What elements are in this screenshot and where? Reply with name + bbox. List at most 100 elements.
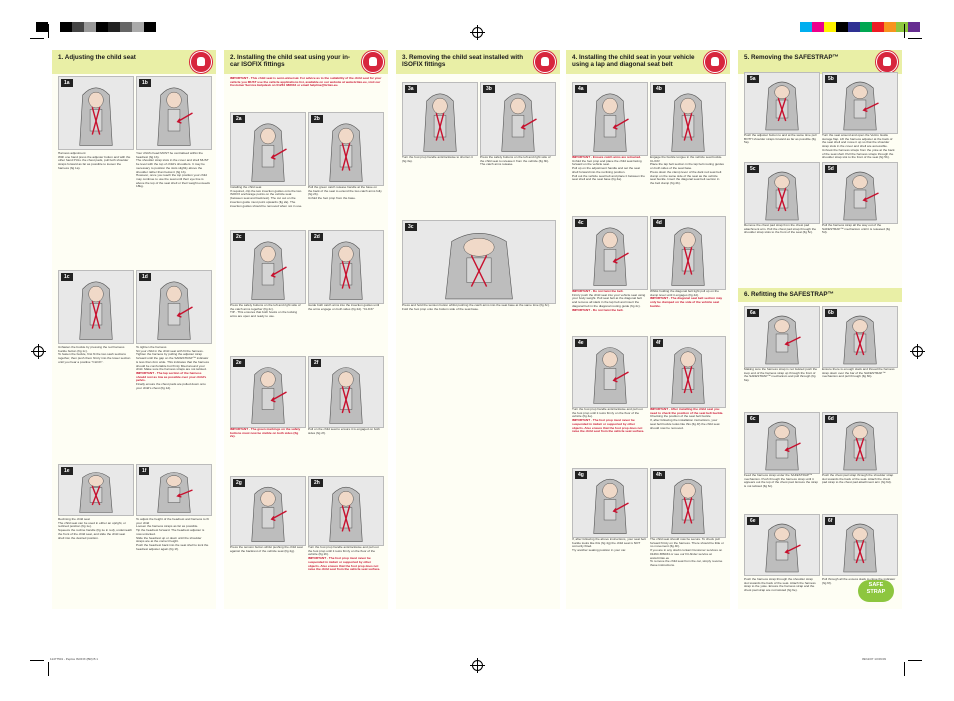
caption-line: Unfold the foot prop from the base. [308,196,356,201]
figure-label: 4b [653,85,665,93]
figure-caption: IMPORTANT - After installing the child s… [650,407,724,430]
figure-1e: 1e [58,464,134,516]
figure-caption: Push the adjuster button to and at the s… [744,133,818,145]
caption-line: Whilst holding the diagonal belt tight p… [650,289,719,297]
figure-6f: 6f [822,514,898,576]
caption-line: However, once you reach the top position… [136,173,210,189]
caption-line: Press the safety buttons on the left and… [480,155,551,163]
caption-line: Push the headrest back into the seat she… [136,542,209,551]
illustration [59,271,133,343]
figure-1d: 1d [136,270,212,344]
figure-label: 6a [747,309,759,317]
figure-label: 4g [575,471,587,479]
figure-label: 5a [747,75,759,83]
figure-4d: 4d [650,216,726,290]
figure-label: 4a [575,85,587,93]
section-header: 5. Removing the SAFESTRAP™ [738,50,902,74]
crop-mark [904,24,905,38]
illustration [137,77,211,149]
figure-caption: Press and hold the tension button whilst… [402,303,554,311]
section-header: 6. Refitting the SAFESTRAP™ [738,288,902,302]
caption-line: Finally ensure the chest pads are pulled… [136,382,206,390]
caption-line: Turn the foot prop handle anticlockwise … [402,155,473,163]
illustration [745,73,819,133]
illustration [823,163,897,223]
figure-6c: 6c [744,412,820,474]
figure-label: 4f [653,339,664,347]
illustration [651,217,725,289]
caption-line: Turn the seat around and open the Velcro… [822,133,893,149]
figure-label: 2f [311,359,322,367]
caption-line: Tip the headrest forward. The headrest a… [136,528,205,536]
figure-caption: Turn the foot prop handle anticlockwise … [402,155,476,163]
figure-6b: 6b [822,306,898,368]
figure-label: 6e [747,517,759,525]
child-seat-badge-icon [876,51,898,73]
caption-line: IMPORTANT - Do not twist the belt. [572,307,624,312]
figure-caption: Whilst holding the diagonal belt tight p… [650,289,724,309]
figure-label: 2h [311,479,323,487]
caption-line: Place the lap belt section in the lap be… [650,162,724,171]
caption-line: Squeeze the recline handle (fig 1e in re… [58,528,132,540]
figure-1c: 1c [58,270,134,344]
registration-mark-icon [31,344,46,359]
figure-caption: If, after following the above instructio… [572,537,646,553]
figure-caption: Feed the harness strap under the SAFESTR… [744,473,818,489]
caption-line: Pull up on the adjustment handle and set… [572,166,640,174]
illustration [651,83,725,155]
caption-line: If, after following the installation ins… [650,418,720,430]
slug-left: 11477501 - Peplos ISOFIX (BR) B 1 [50,657,98,661]
illustration [823,413,897,473]
figure-caption: Press the safety buttons on the left and… [480,155,554,167]
caption-line: Checking the position of the seat belt b… [650,414,711,419]
caption-line: Loosen the harness straps as far as poss… [136,524,199,529]
caption-line: IMPORTANT - The foot prop must never be … [308,556,381,572]
caption-line: Pull on the child seat to ensure it is e… [308,427,380,435]
section-title: 1. Adjusting the child seat [58,54,136,61]
caption-line: Press and hold the tension button whilst… [402,303,550,307]
figure-label: 2c [233,233,245,241]
caption-line: Sit your child in the child seat with fi… [136,348,210,372]
figure-5c: 5c [744,162,820,224]
crop-mark [908,38,922,39]
caption-line: Reclining the child seat [58,517,90,521]
illustration [403,83,477,155]
illustration [231,113,305,185]
child-seat-badge-icon [362,51,384,73]
figure-caption: IMPORTANT - The green markings on the sa… [230,427,304,439]
figure-2g: 2g [230,476,306,546]
figure-label: 5c [747,165,759,173]
figure-label: 4d [653,219,665,227]
caption-line: The shoulder strap slots in the cover an… [136,158,209,174]
figure-2c: 2c [230,230,306,304]
caption-line: Engage the buckle tongue in the vehicle … [650,155,723,163]
caption-line: Installing the child seat [230,185,262,189]
figure-label: 6c [747,415,759,423]
illustration [309,113,383,185]
caption-line: Pull out the vehicle seat belt and place… [572,173,645,182]
illustration [823,515,897,575]
figure-label: 6b [825,309,837,317]
caption-line: IMPORTANT - The foot prop must never be … [572,418,645,434]
figure-5b: 5b [822,72,898,134]
illustration [573,217,647,289]
figure-4a: 4a [572,82,648,156]
figure-caption: IMPORTANT - Do not twist the belt.Firmly… [572,289,646,312]
illustration [745,515,819,575]
figure-caption: Turn the foot prop handle anticlockwise … [308,545,382,572]
caption-line: IMPORTANT - Do not twist the belt. [572,289,624,293]
figure-label: 4h [653,471,665,479]
registration-mark-icon [470,25,485,40]
figure-caption: The child seat should now be secure. To … [650,537,724,568]
figure-caption: IMPORTANT - Ensure catch arms are retrac… [572,155,646,182]
caption-line: Ensure there is enough slack and thread … [822,367,895,379]
figure-caption: Engage the buckle tongue in the vehicle … [650,155,724,186]
caption-line: Press the tension button whilst pushing … [230,545,303,553]
illustration [309,357,383,427]
caption-line: Press down the clamp lever of the dark r… [650,169,722,185]
figure-5a: 5a [744,72,820,134]
